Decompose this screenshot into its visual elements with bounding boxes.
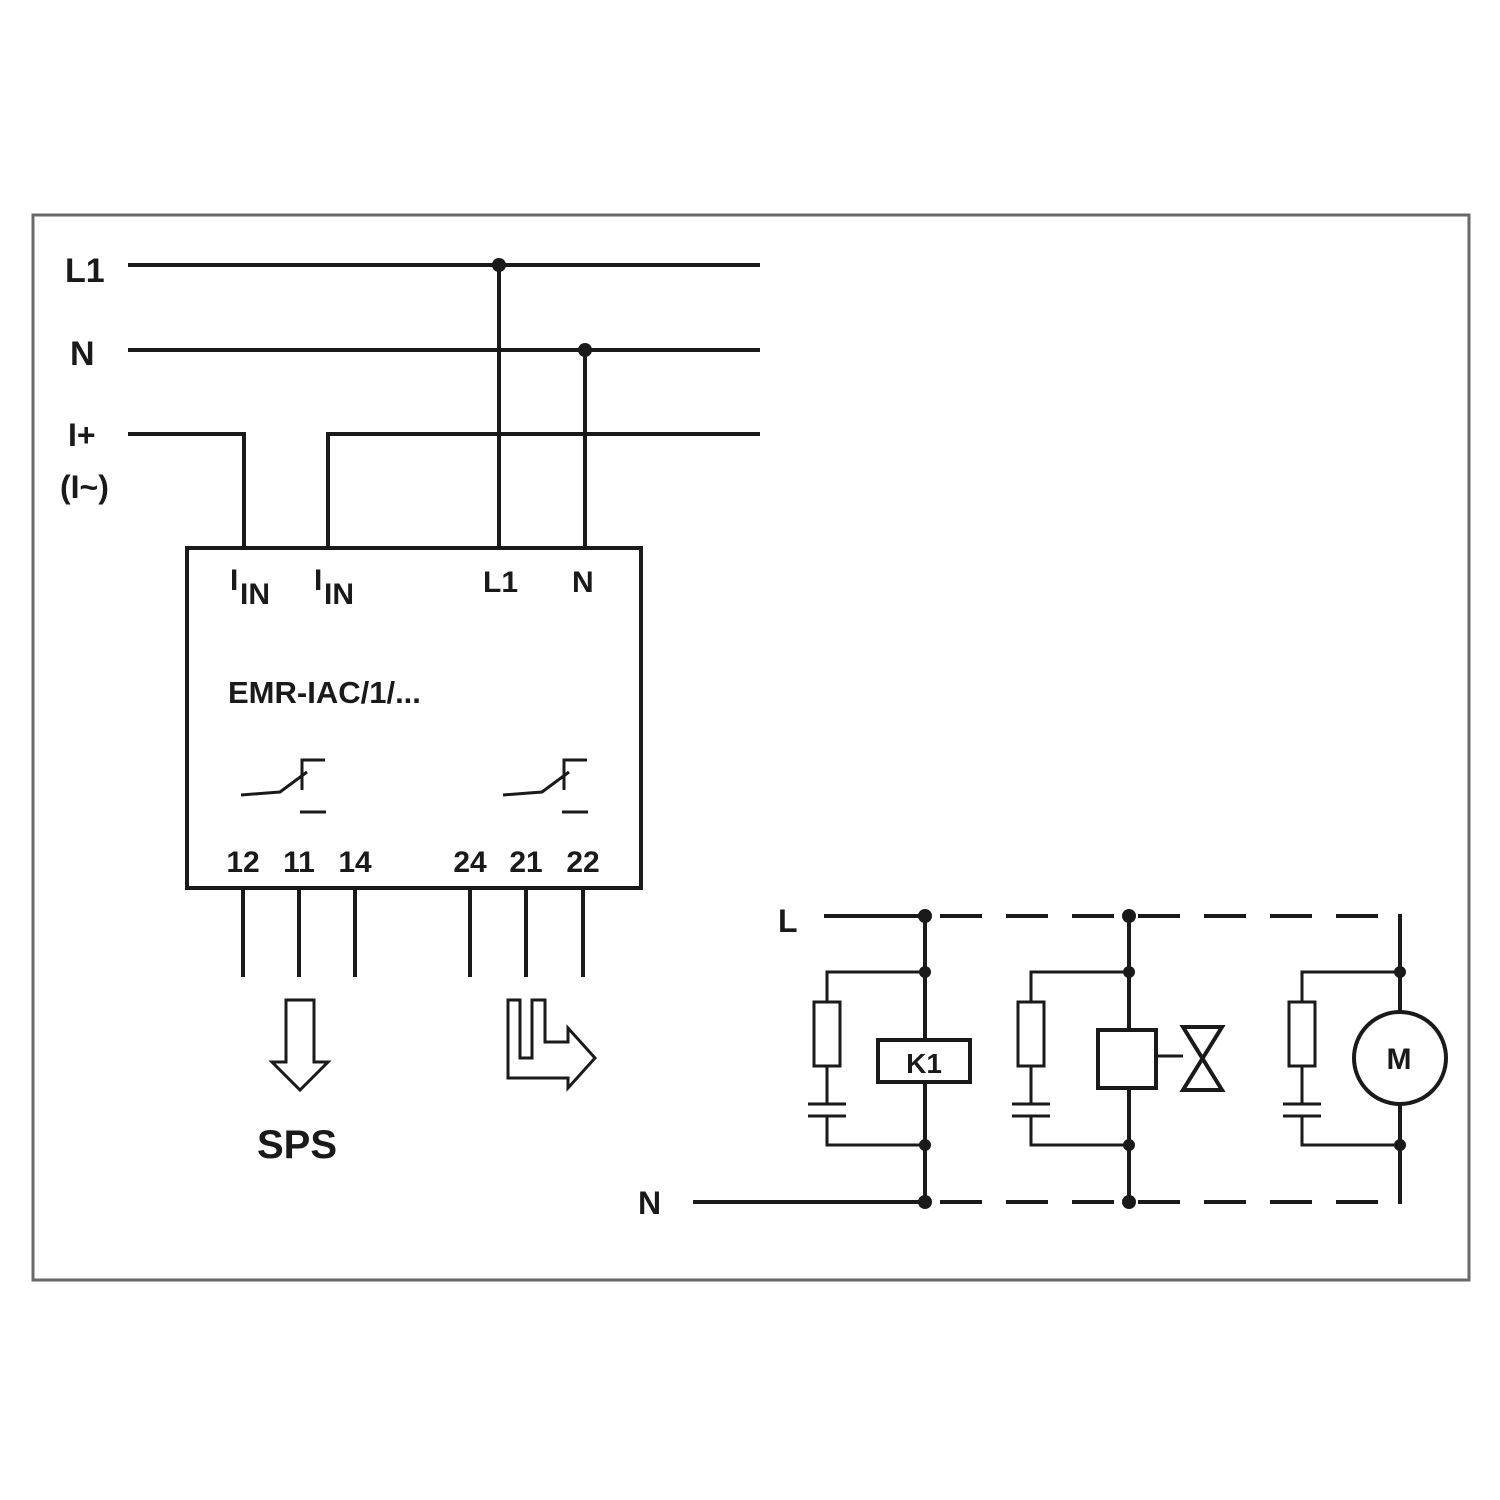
module-box (185, 546, 643, 890)
svg-text:I: I (230, 564, 238, 597)
load-label-l: L (778, 903, 798, 939)
wire-i-plus-to-input-a (128, 432, 246, 550)
relay-contact-1-icon (240, 758, 326, 814)
bus-label-l1: L1 (65, 252, 105, 290)
plc-label: SPS (257, 1123, 337, 1167)
relay-coil-k1 (876, 1038, 972, 1084)
load-solenoid-valve (1012, 909, 1226, 1209)
junction-l1 (492, 258, 506, 272)
load-motor: M (1283, 933, 1448, 1182)
relay-contact-2-icon (502, 758, 588, 814)
terminal-22: 22 (566, 846, 599, 879)
module-name: EMR-IAC/1/... (228, 675, 421, 710)
supply-label-l1: L1 (483, 566, 518, 599)
load-label-n: N (638, 1185, 661, 1221)
terminal-21: 21 (509, 846, 542, 879)
svg-text:IN: IN (324, 578, 354, 611)
relay-label-k1: K1 (906, 1048, 942, 1079)
plc-arrow-icon (268, 998, 332, 1093)
load-arrow-icon (506, 998, 598, 1092)
terminal-12: 12 (226, 846, 259, 879)
input-label-b: I IN (314, 564, 354, 611)
motor-icon (1352, 1010, 1448, 1106)
svg-text:IN: IN (240, 578, 270, 611)
motor-label: M (1387, 1043, 1412, 1076)
bus-label-n: N (70, 335, 95, 373)
terminal-14: 14 (338, 846, 372, 879)
bus-label-i-ac: (I~) (60, 469, 109, 505)
bus-label-i-plus: I+ (68, 417, 96, 453)
svg-text:I: I (314, 564, 322, 597)
terminal-24: 24 (453, 846, 487, 879)
valve-icon (1179, 1025, 1226, 1092)
diagram-frame (31, 213, 1471, 1282)
load-relay-k1: K1 (808, 909, 972, 1209)
supply-label-n: N (572, 566, 594, 599)
terminal-11: 11 (283, 846, 315, 879)
input-label-a: I IN (230, 564, 270, 611)
junction-n (578, 343, 592, 357)
